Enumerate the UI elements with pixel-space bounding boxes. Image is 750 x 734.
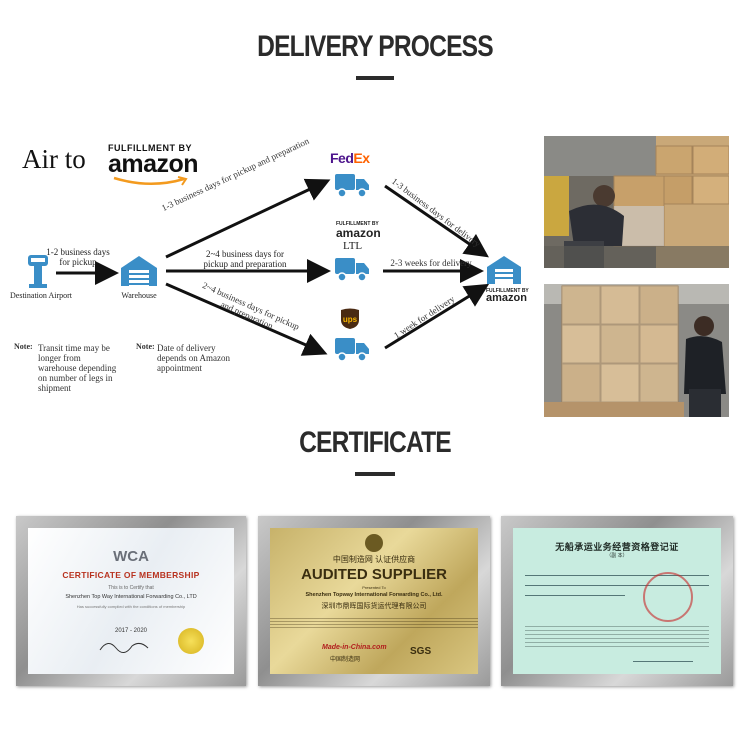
nvocc-date-line [633,658,693,662]
audited-cn-company: 深圳市鼎晖国际货运代理有限公司 [321,603,427,610]
made-in-china-logo: Made-in-China.com [322,644,387,651]
wca-title: CERTIFICATE OF MEMBERSHIP [62,570,200,580]
ups-logo-text: ups [343,315,358,324]
audited-presented: Presented To [362,585,386,590]
fedex-truck-icon [335,174,369,198]
note1-text: Transit time may be longer from warehous… [38,343,117,393]
airport-tower-icon [28,255,48,288]
audited-badge-icon [365,534,383,552]
wca-logo: WCA [113,548,149,565]
audited-cn-top: 中国制造网 认证供应商 [332,555,416,564]
warehouse-label: Warehouse [121,291,157,300]
gold-seal-icon [178,628,204,654]
nvocc-body-text [525,623,709,649]
fba-small-text: FULFILLMENT BY [108,143,192,153]
airport-label: Destination Airport [10,291,72,300]
note2-text: Date of delivery depends on Amazon appoi… [157,343,230,373]
signature-icon [99,642,149,653]
ups-truck-icon [335,338,369,362]
ups-shield-icon: ups [341,308,359,329]
note1-label: Note: [14,342,33,351]
audited-title: AUDITED SUPPLIER [301,566,447,583]
wca-years: 2017 - 2020 [114,628,148,634]
nvocc-line-3 [525,592,625,596]
ltl-label: LTL [343,240,363,252]
flow-arrows [56,178,490,356]
air-to-text: Air to [22,144,86,174]
certificate-title: CERTIFICATE [299,426,452,459]
warehouse-photo-top [544,136,729,268]
wca-certificate-frame: WCA CERTIFICATE OF MEMBERSHIP This is to… [16,516,246,686]
note2-label: Note: [136,342,155,351]
audited-company: Shenzhen Topway International Forwarding… [305,592,443,598]
audited-supplier-frame: 中国制造网 认证供应商 AUDITED SUPPLIER Presented T… [258,516,490,686]
dest-amazon-logo: amazon [486,292,527,304]
ltl-truck-icon [335,258,369,282]
delivery-process-title: DELIVERY PROCESS [257,30,494,63]
airport-to-warehouse-text: 1-2 business days for pickup [46,247,110,267]
amazon-logo: amazon [108,150,199,178]
nvocc-line-2 [525,582,709,586]
dest-fba-small: FULFILLMENT BY [486,288,529,294]
wca-company: Shenzhen Top Way International Forwardin… [65,594,197,600]
made-in-china-cn: 中国制造网 [330,657,361,663]
nvocc-certificate-frame: 无船承运业务经营资格登记证 （副 本） [501,516,733,686]
wca-line: Has successfully complied with the condi… [76,604,186,609]
amazon-smile-icon [113,176,188,186]
to-ltl-text: 2~4 business days for pickup and prepara… [203,249,287,269]
ltl-amazon-logo: amazon [336,226,381,240]
ltl-fba-small: FULFILLMENT BY [336,221,379,227]
certificate-underline [355,472,395,476]
delivery-diagram: Air to FULFILLMENT BY amazon Destination… [0,120,545,420]
red-seal-icon [643,572,693,622]
audited-fine-print [270,616,478,630]
fedex-logo: FedEx [330,150,370,166]
ltl-to-amazon-text: 2-3 weeks for delivery [390,258,472,268]
nvocc-subtitle: （副 本） [606,553,628,559]
warehouse-icon [121,256,157,286]
nvocc-line-1 [525,572,709,576]
amazon-warehouse-icon [487,256,521,284]
warehouse-photo-bottom [544,284,729,417]
wca-certify: This is to Certify that [108,585,154,591]
title-underline [356,76,394,80]
nvocc-title: 无船承运业务经营资格登记证 [555,542,679,552]
sgs-logo: SGS [410,646,432,657]
